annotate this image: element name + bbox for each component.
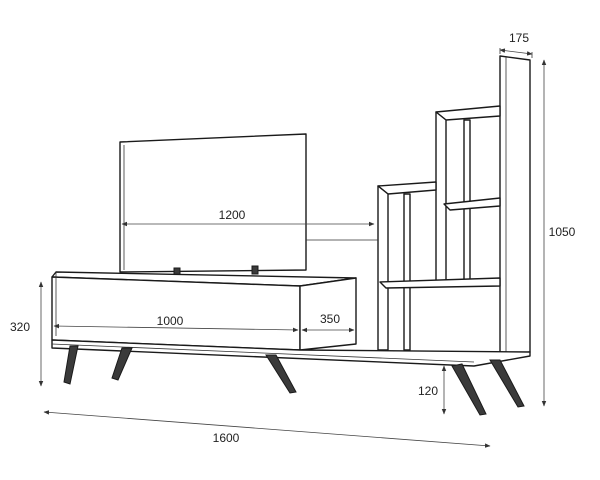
label-cabinet-height: 320 [10,320,30,334]
tall-side-panel [499,55,531,356]
stepped-shelf-unit [377,105,501,351]
label-depth: 175 [509,31,529,45]
label-tv-width: 1200 [219,208,246,222]
label-total-width: 1600 [213,431,240,445]
label-leg-height: 120 [418,384,438,398]
label-side-width: 350 [320,312,340,326]
base-platform [51,339,531,367]
tv-screen [119,133,307,277]
label-tower-height: 1050 [549,225,576,239]
low-cabinet [51,271,357,351]
label-drawer-width: 1000 [157,314,184,328]
dimension-lines [38,48,547,448]
